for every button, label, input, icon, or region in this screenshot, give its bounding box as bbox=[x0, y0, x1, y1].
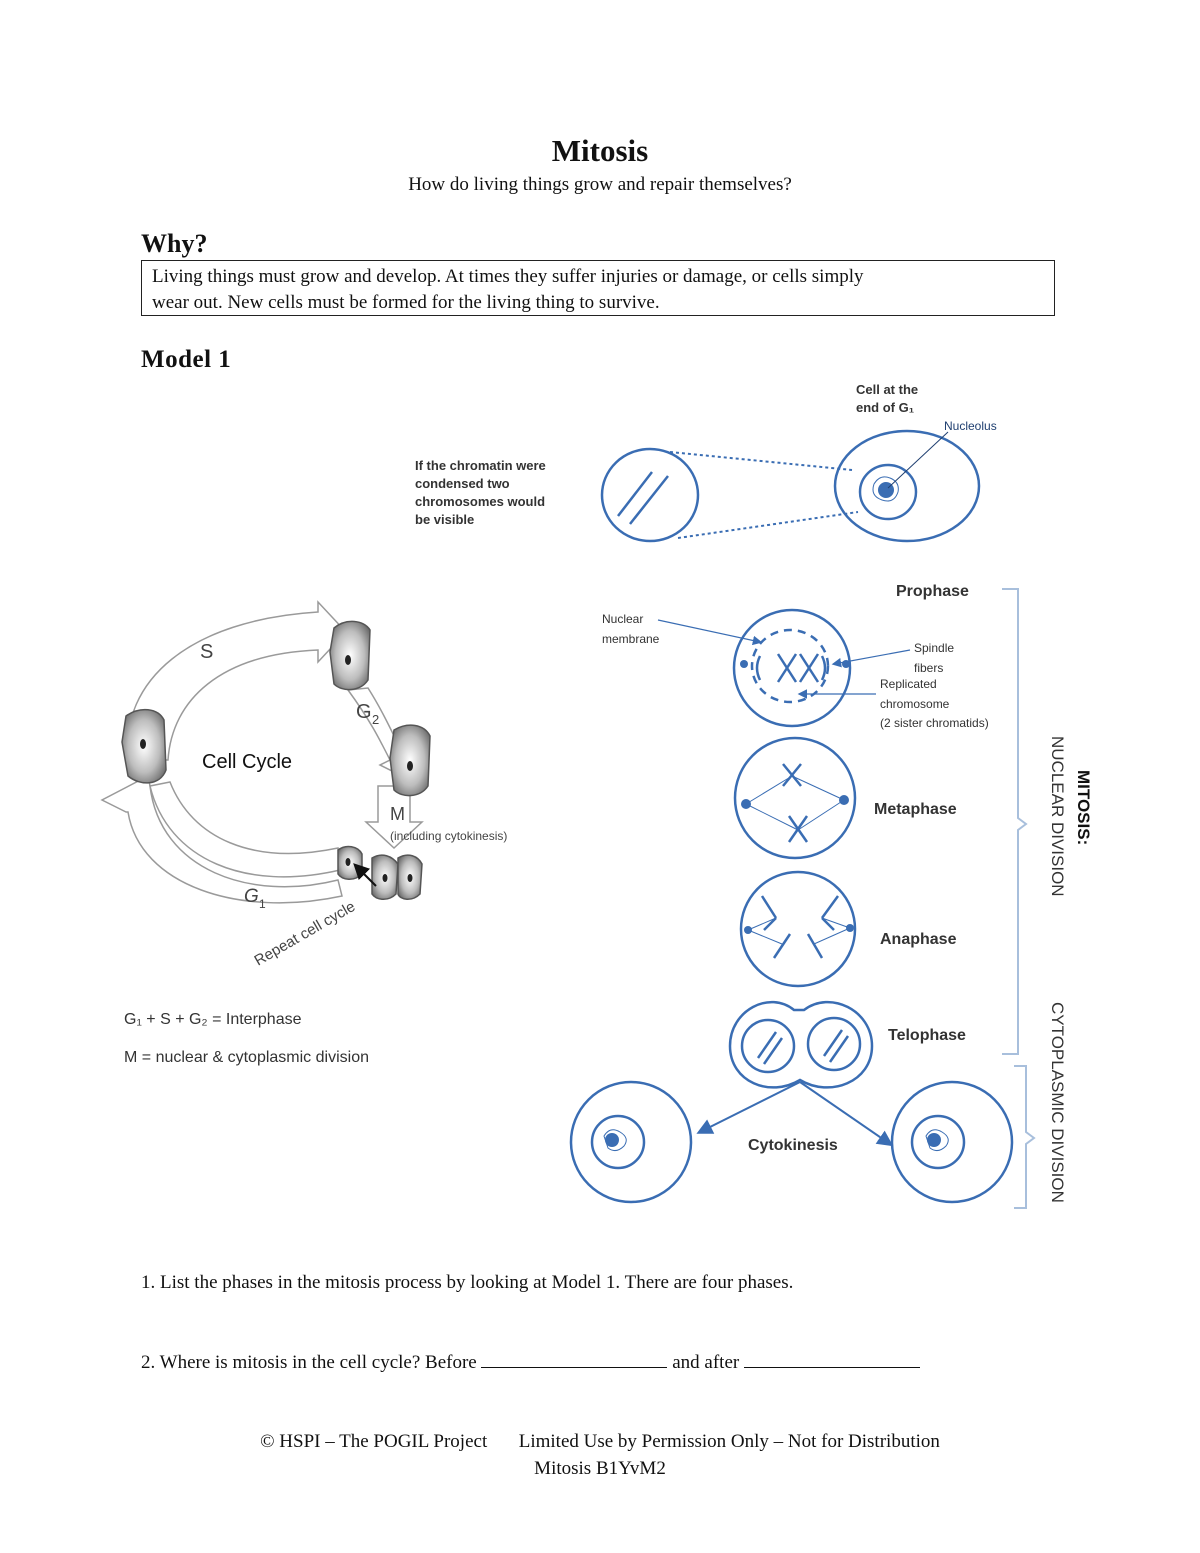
question-2-before-text: 2. Where is mitosis in the cell cycle? B… bbox=[141, 1352, 477, 1373]
nucleolus-pointer bbox=[887, 431, 949, 489]
cycle-g2-sub: 2 bbox=[372, 712, 379, 727]
page-subtitle: How do living things grow and repair the… bbox=[408, 174, 792, 195]
cycle-cell-dividing bbox=[371, 854, 423, 900]
cycle-cell-left bbox=[121, 708, 167, 784]
page-title: Mitosis bbox=[551, 133, 649, 168]
legend-m: M = nuclear & cytoplasmic division bbox=[124, 1049, 369, 1066]
anaphase-cell bbox=[739, 870, 857, 988]
answer-blank-after[interactable] bbox=[743, 1351, 920, 1368]
chromatin-label-1: If the chromatin were bbox=[415, 458, 546, 473]
anaphase-label: Anaphase bbox=[880, 931, 957, 948]
model-heading: Model 1 bbox=[141, 346, 232, 373]
footer-copyright: © HSPI – The POGIL Project bbox=[260, 1431, 488, 1452]
footer-code: Mitosis B1YvM2 bbox=[534, 1458, 666, 1479]
cycle-cell-top bbox=[329, 620, 371, 691]
nucleolus-label: Nucleolus bbox=[944, 419, 997, 433]
g1-label-2: end of G₁ bbox=[856, 400, 914, 415]
repeat-arrow bbox=[353, 863, 377, 887]
metaphase-cell bbox=[733, 736, 857, 860]
chromatin-label-2: condensed two bbox=[415, 476, 510, 491]
footer-license: Limited Use by Permission Only – Not for… bbox=[518, 1431, 940, 1452]
nuclear-membrane-label-1: Nuclear bbox=[602, 612, 643, 626]
spindle-label-1: Spindle bbox=[914, 641, 954, 655]
nuclear-division-label: NUCLEAR DIVISION bbox=[1048, 736, 1067, 897]
nuclear-membrane-label-2: membrane bbox=[602, 632, 660, 646]
question-2: 2. Where is mitosis in the cell cycle? B… bbox=[141, 1351, 920, 1374]
cycle-m-label: M bbox=[390, 804, 405, 824]
cytokinesis-cells bbox=[569, 1080, 1014, 1204]
why-box: Living things must grow and develop. At … bbox=[141, 260, 1055, 316]
chromatin-label-4: be visible bbox=[415, 512, 474, 527]
spindle-label-2: fibers bbox=[914, 661, 943, 675]
g1-cell bbox=[600, 429, 981, 543]
mitosis-bracket bbox=[1002, 588, 1028, 1055]
why-text-line2: wear out. New cells must be formed for t… bbox=[152, 292, 660, 313]
cytoplasmic-bracket bbox=[1014, 1065, 1036, 1209]
cytokinesis-label: Cytokinesis bbox=[748, 1137, 838, 1154]
replicated-label-3: (2 sister chromatids) bbox=[880, 716, 989, 730]
question-1: 1. List the phases in the mitosis proces… bbox=[141, 1272, 794, 1293]
cycle-g1-label: G bbox=[244, 886, 259, 907]
cycle-s-label: S bbox=[200, 641, 213, 663]
cycle-g2-label: G bbox=[356, 701, 372, 723]
cycle-cell-right bbox=[389, 724, 431, 797]
answer-blank-before[interactable] bbox=[481, 1351, 668, 1368]
footer-line: © HSPI – The POGIL Project Limited Use b… bbox=[0, 1431, 1200, 1453]
cycle-cell-new bbox=[337, 845, 363, 880]
why-heading: Why? bbox=[141, 229, 208, 258]
chromatin-label-3: chromosomes would bbox=[415, 494, 545, 509]
repeat-cycle-label: Repeat cell cycle bbox=[252, 898, 359, 969]
cycle-center-label: Cell Cycle bbox=[202, 751, 292, 773]
cytoplasmic-division-label: CYTOPLASMIC DIVISION bbox=[1048, 1002, 1067, 1203]
metaphase-label: Metaphase bbox=[874, 801, 957, 818]
replicated-label-2: chromosome bbox=[880, 697, 950, 711]
why-text-line1: Living things must grow and develop. At … bbox=[152, 266, 864, 287]
cycle-m-note: (including cytokinesis) bbox=[390, 829, 507, 843]
legend-interphase: G₁ + S + G₂ = Interphase bbox=[124, 1011, 302, 1028]
prophase-cell bbox=[732, 608, 852, 728]
telophase-cell bbox=[728, 1000, 874, 1089]
prophase-label: Prophase bbox=[896, 583, 969, 600]
replicated-label-1: Replicated bbox=[880, 677, 937, 691]
question-2-after-text: and after bbox=[672, 1352, 740, 1373]
cycle-g1-sub: 1 bbox=[259, 897, 266, 911]
g1-label-1: Cell at the bbox=[856, 382, 918, 397]
telophase-label: Telophase bbox=[888, 1027, 966, 1044]
mitosis-label: MITOSIS: bbox=[1074, 770, 1093, 845]
